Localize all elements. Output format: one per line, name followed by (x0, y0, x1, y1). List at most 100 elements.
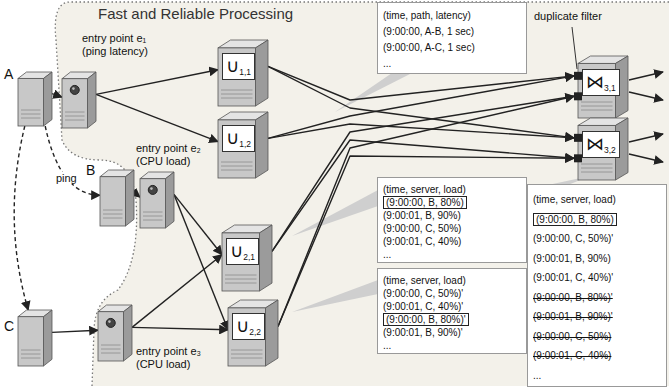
tuple-cell: (9:00:01, C, 40%)' (533, 272, 613, 283)
server-slot (225, 275, 257, 276)
server-slot (231, 358, 263, 359)
tuple-header: (time, server, load) (383, 184, 466, 195)
operator-subscript: 3,1 (604, 83, 616, 93)
tuple-cell: (9:00:00, B, 80%) (383, 196, 467, 209)
stream-arrow (268, 66, 574, 100)
operator-symbol: ⋈ (586, 71, 604, 92)
server-node: entry point e₂(CPU load) (140, 172, 174, 228)
stream-arrow (174, 194, 228, 329)
server-node: entry point e₃(CPU load) (98, 305, 132, 361)
server-slot (231, 350, 263, 351)
duplicate-filter-square (574, 134, 582, 142)
stream-arrow (52, 330, 98, 332)
server-name: A (4, 66, 13, 82)
server-front (98, 312, 124, 361)
server-side (266, 300, 279, 366)
server-side (256, 40, 269, 106)
tuple-row: (time, server, load) (533, 188, 661, 208)
server-slot (225, 283, 257, 284)
tuple-cell: (9:00:01, B, 90%) (533, 253, 611, 264)
tuple-row: (time, path, latency) (383, 6, 521, 22)
server-slot (221, 166, 253, 167)
stream-arrow (132, 327, 228, 329)
callout-tail (548, 176, 590, 185)
server-slot (581, 110, 613, 111)
tuple-row: (9:00:00, B, 80%) (383, 194, 521, 207)
tuple-cell: (9:00:00, B, 80%)' (383, 313, 469, 326)
stream-arrow (96, 70, 218, 95)
entry-dot-shine (150, 187, 153, 190)
server-node: B (100, 170, 134, 226)
output-arrow (629, 154, 663, 162)
tuple-row: (9:00:01, B, 90%) (533, 247, 661, 267)
tuple-cell: ... (533, 370, 541, 381)
output-arrow (629, 92, 663, 100)
entry-dot (106, 318, 115, 327)
server-slot (65, 112, 85, 113)
tuple-row: (time, server, load) (383, 181, 521, 194)
tuple-row: (9:00:01, C, 40%) (533, 344, 661, 364)
tuple-cell: (9:00:01, C, 40%) (383, 236, 461, 247)
stream-arrow (174, 194, 222, 254)
tuple-cell: (9:00:01, B, 90%)' (533, 311, 613, 322)
server-label: C (4, 318, 14, 334)
server-slot (143, 216, 163, 217)
server-slot (21, 114, 41, 115)
server-slot (581, 168, 613, 169)
server-label: entry point e₂(CPU load) (136, 142, 201, 168)
server-label: entry point e₃(CPU load) (136, 345, 201, 371)
server-front (218, 120, 256, 178)
stream-arrow (278, 156, 574, 326)
entry-point-label: (CPU load) (136, 358, 201, 371)
server-slot (581, 172, 613, 173)
operator-server: ⋈3,2 (578, 118, 628, 180)
server-slot (101, 353, 121, 354)
operator-server: ∪1,2 (218, 112, 268, 178)
stream-arrow (52, 94, 62, 98)
server-front (222, 233, 260, 291)
entry-dot (70, 85, 79, 94)
server-slot (101, 349, 121, 350)
region-title: Fast and Reliable Processing (98, 5, 293, 22)
tuple-row: (9:00:01, B, 90%)' (533, 305, 661, 325)
server-side (256, 112, 269, 178)
tuple-callout: (time, server, load) (9:00:00, B, 80%) (9:… (527, 184, 667, 387)
operator-server: ∪2,1 (222, 225, 272, 291)
tuple-row: ... (383, 246, 521, 259)
server-icon (62, 72, 96, 128)
server-icon (100, 170, 134, 226)
tuple-cell: (9:00:00, B, 80%) (533, 213, 617, 226)
operator-subscript: 1,1 (239, 67, 251, 77)
tuple-cell: ... (383, 58, 391, 69)
operator-subscript: 3,2 (604, 145, 616, 155)
server-front (218, 48, 256, 106)
operator-symbol: ∪ (236, 315, 249, 336)
tuple-cell: ... (383, 249, 391, 260)
server-slot (581, 102, 613, 103)
operator-subscript: 1,2 (239, 139, 251, 149)
server-node: A (18, 72, 52, 126)
server-slot (103, 218, 123, 219)
entry-point-label: entry point e₃ (136, 345, 201, 358)
ping-arrow (14, 126, 28, 310)
server-side (126, 170, 135, 226)
tuple-header: (time, server, load) (533, 194, 616, 205)
entry-dot-shine (108, 320, 111, 323)
annotation-label: duplicate filter (534, 10, 602, 22)
tuple-header: (time, server, load) (383, 275, 466, 286)
server-front (140, 179, 166, 228)
stream-arrow (134, 192, 140, 197)
server-side (44, 310, 53, 366)
server-side (124, 305, 133, 361)
tuple-callout: (time, server, load)(9:00:00, C, 50%)'(9… (377, 268, 527, 354)
server-slot (221, 170, 253, 171)
server-slot (143, 212, 163, 213)
tuple-row: (9:00:00, A-B, 1 sec) (383, 22, 521, 38)
server-slot (103, 214, 123, 215)
tuple-cell: (9:00:00, A-C, 1 sec) (383, 42, 475, 53)
server-slot (21, 358, 41, 359)
server-label: A (4, 66, 13, 82)
tuple-row: (9:00:00, B, 80%) (533, 208, 661, 228)
server-side (166, 172, 175, 228)
tuple-cell: (9:00:00, C, 50%)' (533, 233, 613, 244)
